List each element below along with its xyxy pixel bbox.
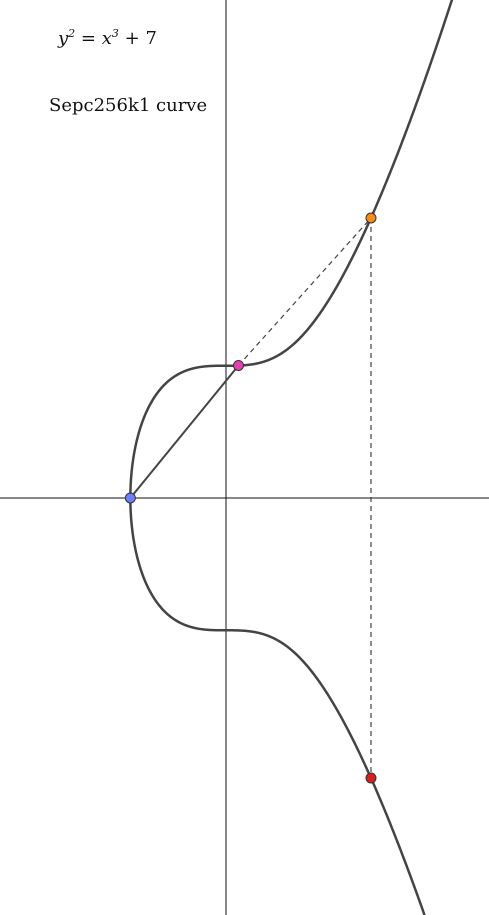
equation-y-exponent: 2 — [68, 27, 76, 40]
equation-equals: = — [80, 28, 96, 49]
point-p — [124, 492, 136, 504]
curve-group — [129, 0, 454, 915]
equation-plus: + — [124, 28, 140, 49]
point-r — [365, 212, 377, 224]
curve-upper-branch — [129, 0, 454, 499]
equation-x: x — [101, 28, 112, 49]
curve-equation: y2 = x3 + 7 — [58, 28, 157, 49]
curve-title: Sepc256k1 curve — [49, 95, 208, 116]
equation-constant: 7 — [145, 28, 157, 49]
curve-lower-branch — [129, 497, 426, 915]
dashed-line-q-r — [238, 217, 372, 366]
point-s — [365, 772, 377, 784]
equation-x-exponent: 3 — [111, 27, 119, 40]
points — [124, 212, 377, 784]
point-q — [233, 360, 244, 371]
chord-line-p-q — [129, 364, 240, 499]
equation-y: y — [58, 28, 69, 49]
construction-lines — [129, 217, 372, 778]
